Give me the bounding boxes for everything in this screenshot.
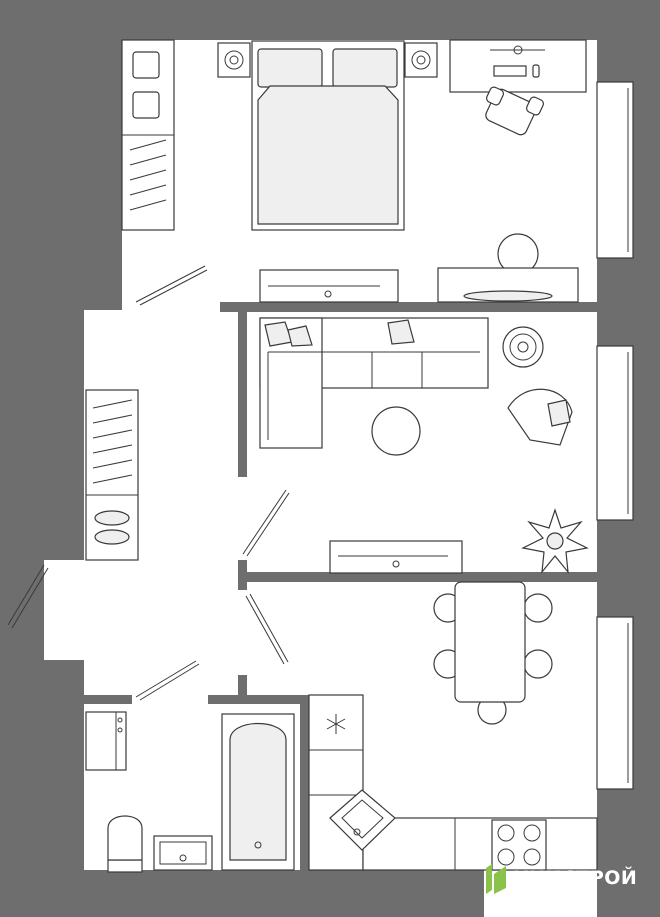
living-furniture: [259, 317, 589, 574]
window-kitchen: [596, 616, 634, 790]
washing-machine: [85, 711, 127, 771]
brand-mark-icon: [486, 864, 506, 894]
tv-unit: [329, 540, 463, 574]
window-bedroom: [596, 81, 634, 259]
plant-pot: [502, 326, 544, 368]
shoes: [94, 510, 130, 526]
door-living: [242, 489, 287, 555]
door-entrance: [7, 564, 45, 626]
bathroom-sink: [153, 835, 213, 871]
nightstand-right: [404, 42, 438, 78]
nightstand-left: [217, 42, 251, 78]
dining-table: [454, 581, 526, 703]
toilet-tank: [107, 859, 143, 873]
kitchen-sink: [329, 789, 396, 851]
windows: [596, 81, 634, 790]
bedroom-furniture: [121, 39, 587, 303]
doors: [7, 265, 290, 701]
bathroom-fixtures: [85, 711, 295, 873]
toilet: [107, 815, 143, 861]
stove: [491, 819, 547, 871]
hall-furniture: [85, 389, 139, 561]
door-kitchen: [245, 595, 285, 665]
door-bedroom: [135, 265, 206, 303]
window-living: [596, 345, 634, 521]
coffee-table: [371, 406, 421, 456]
kitchen-furniture: [308, 581, 598, 871]
brand-logo: УНИСТРОЙ: [484, 858, 637, 898]
brand-name: УНИСТРОЙ: [514, 867, 638, 889]
door-bathroom: [135, 660, 197, 698]
